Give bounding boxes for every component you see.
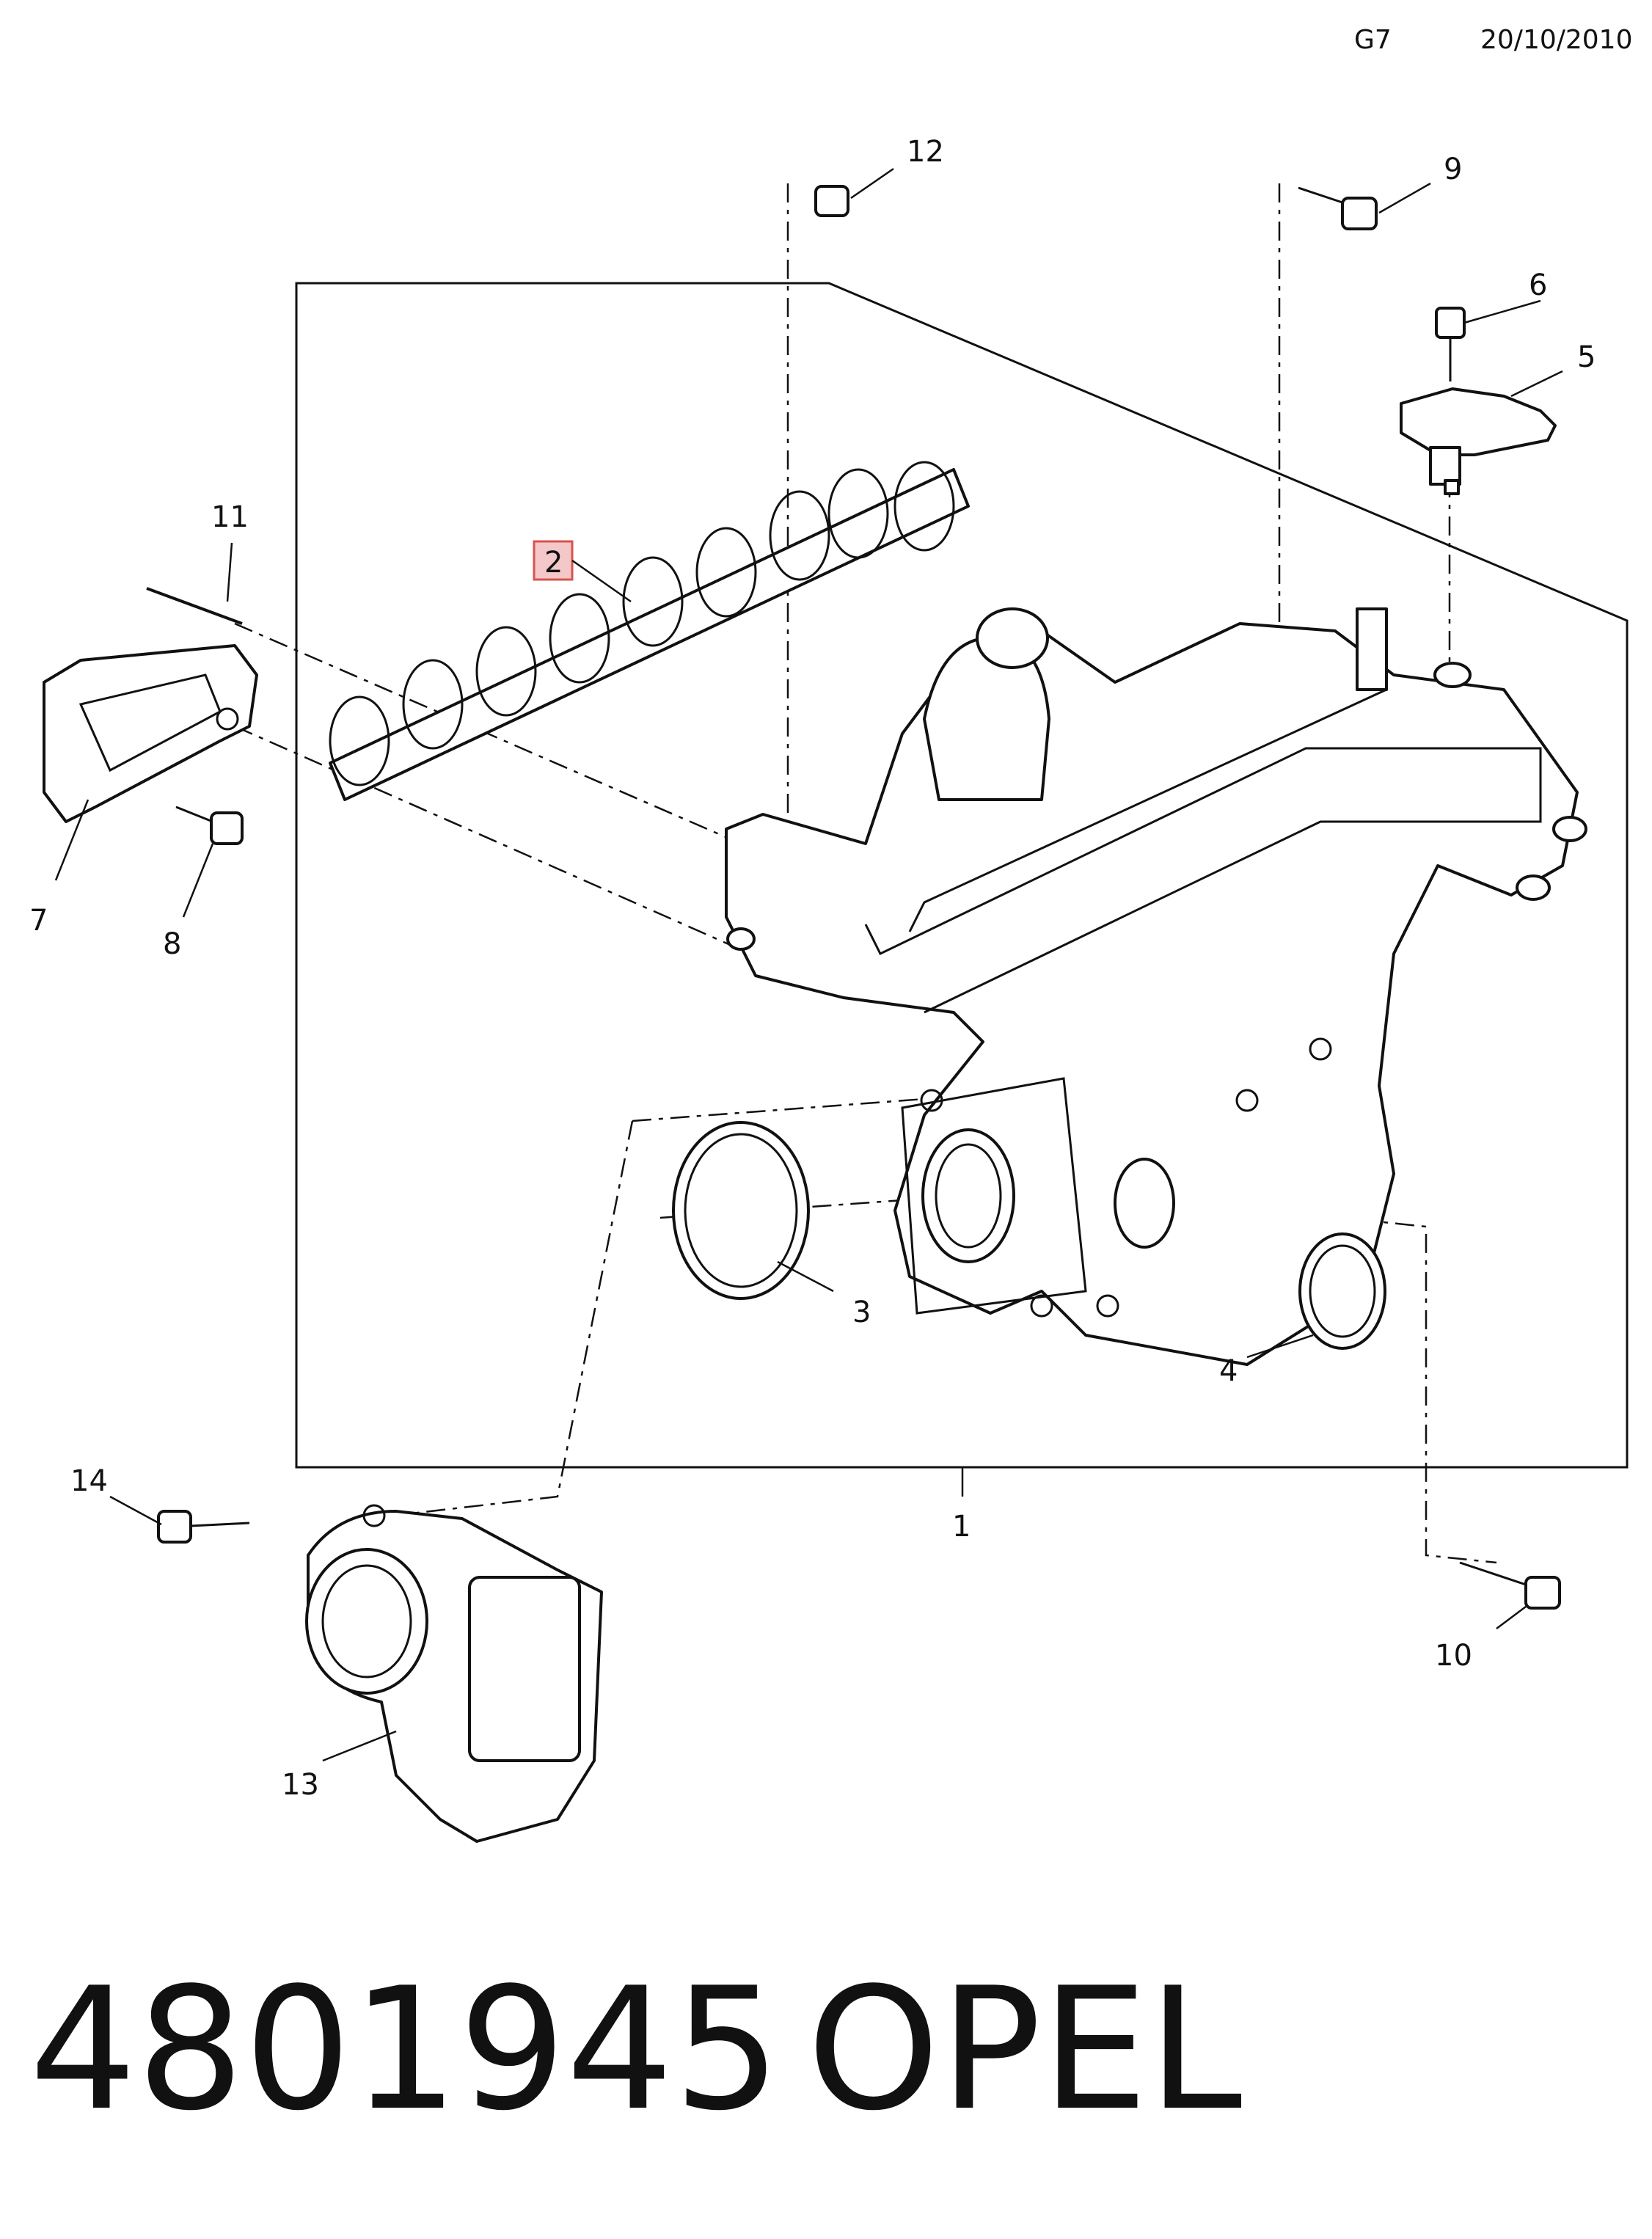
diagram-code: G7 [1354, 25, 1392, 55]
stud [146, 587, 243, 625]
callout-9: 9 [1444, 153, 1462, 186]
callout-6: 6 [1529, 269, 1547, 302]
assembly-frame [295, 282, 1629, 1469]
part-number: 4801945 [29, 1952, 781, 2148]
intake-bore [921, 1128, 1015, 1263]
seal-ring-small [1298, 1232, 1386, 1350]
sensor-port [1356, 607, 1388, 691]
callout-1: 1 [952, 1510, 971, 1544]
callout-14: 14 [70, 1464, 108, 1498]
callout-8: 8 [163, 927, 181, 961]
flange-nut [814, 185, 849, 217]
callout-2: 2 [544, 546, 563, 580]
intake-manifold [725, 607, 1587, 1366]
brand-name: OPEL [807, 1952, 1243, 2148]
callout-3: 3 [852, 1296, 871, 1329]
callout-5: 5 [1577, 340, 1596, 374]
callout-4: 4 [1219, 1354, 1238, 1388]
callout-7: 7 [29, 904, 48, 938]
callout-12: 12 [907, 135, 944, 169]
sensor-bolt [1435, 307, 1466, 381]
diagram-date: 20/10/2010 [1480, 25, 1633, 55]
manifold-gasket [329, 461, 970, 801]
bracket-bolt [175, 806, 244, 845]
throttle-actuator [468, 1576, 581, 1762]
seal-ring-large [672, 1121, 810, 1300]
throttle-body [305, 1504, 603, 1843]
throttle-bolt [157, 1510, 250, 1544]
callout-10: 10 [1435, 1639, 1472, 1673]
callout-11: 11 [211, 500, 249, 534]
manifold-bolt-upper [1298, 186, 1378, 230]
egr-port [1114, 1158, 1175, 1249]
pressure-sensor [1400, 387, 1557, 495]
leader-lines [54, 167, 1563, 1762]
support-bracket [43, 644, 258, 823]
manifold-bolt-lower [1459, 1561, 1561, 1610]
callout-13: 13 [282, 1768, 319, 1802]
